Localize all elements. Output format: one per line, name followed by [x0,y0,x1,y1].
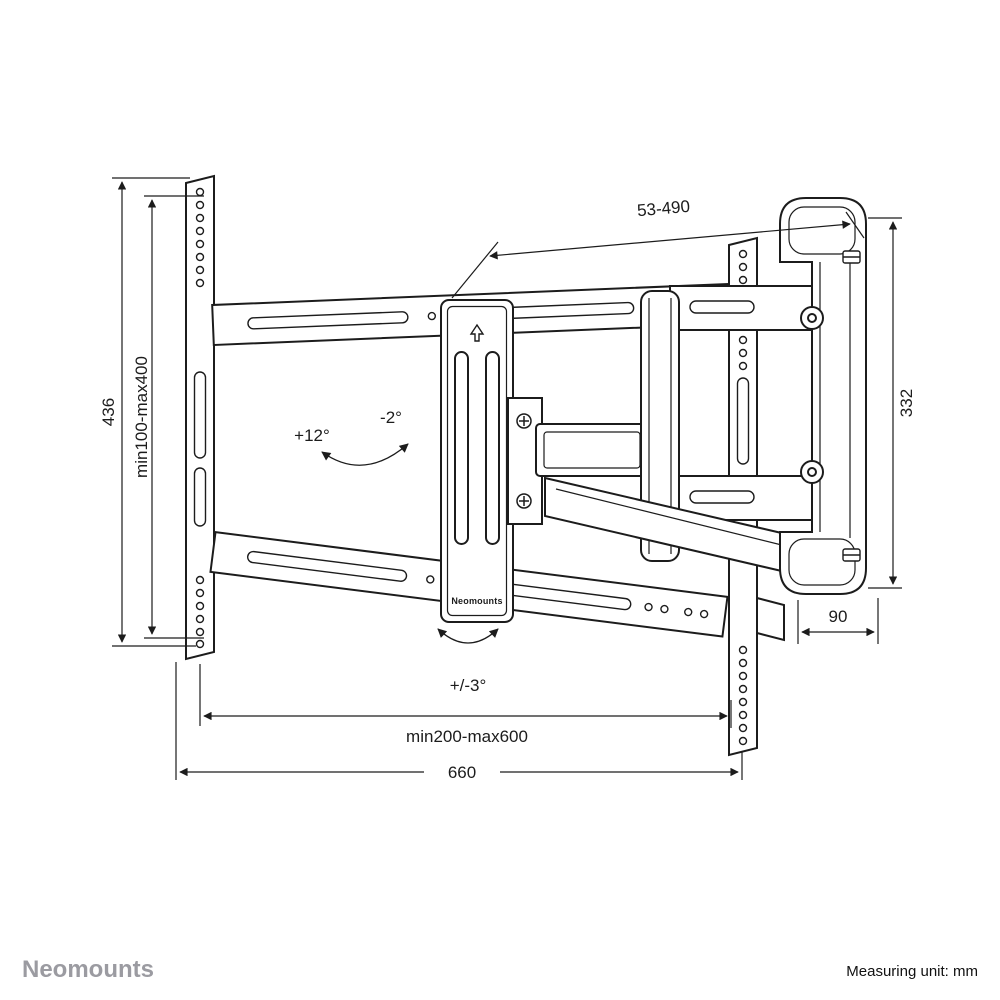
dim-vesa-height: min100-max400 [132,195,204,639]
wall-bracket [779,197,867,595]
measuring-unit-note: Measuring unit: mm [846,963,978,980]
angle-annotations: +12° -2° +/-3° [294,408,499,695]
arm-top-connector [669,285,815,331]
articulating-arm [507,285,817,581]
dim-total-width: 660 [175,662,743,782]
arm-upper-link [535,423,649,477]
dim-label-660: 660 [448,763,476,782]
vesa-slot-right [485,351,500,545]
vesa-plate: Neomounts [440,299,514,623]
bracket-pivot-bottom [800,460,824,484]
dim-extension: 53-490 [451,197,865,299]
vesa-slot-left [454,351,469,545]
dim-vesa-width: min200-max600 [199,664,732,746]
dimension-lines: 436 min100-max400 53-490 332 [99,177,916,782]
dim-label-90: 90 [829,607,848,626]
dim-bracket-height: 332 [868,217,916,589]
rail-tab [756,596,785,642]
angle-label-tilt-down: -2° [380,408,402,427]
plate-logo-text: Neomounts [451,596,502,606]
dim-label-436: 436 [99,398,118,426]
dim-depth: 90 [797,598,879,644]
dim-label-vesa-width: min200-max600 [406,727,528,746]
arm-bolts [516,413,532,509]
dim-total-height: 436 [99,177,196,647]
up-arrow-icon [469,323,485,342]
dim-label-vesa-height: min100-max400 [132,356,151,478]
dim-label-extension: 53-490 [636,197,690,221]
tilt-arc-arrow [321,443,409,466]
wall-plate-left-rail [185,174,215,661]
brand-logo: Neomounts [22,956,154,983]
angle-label-tilt-up: +12° [294,426,330,445]
swivel-arc-arrow [437,628,499,644]
bracket-pivot-top [800,306,824,330]
dim-label-332: 332 [897,389,916,417]
angle-label-swivel: +/-3° [450,676,487,695]
